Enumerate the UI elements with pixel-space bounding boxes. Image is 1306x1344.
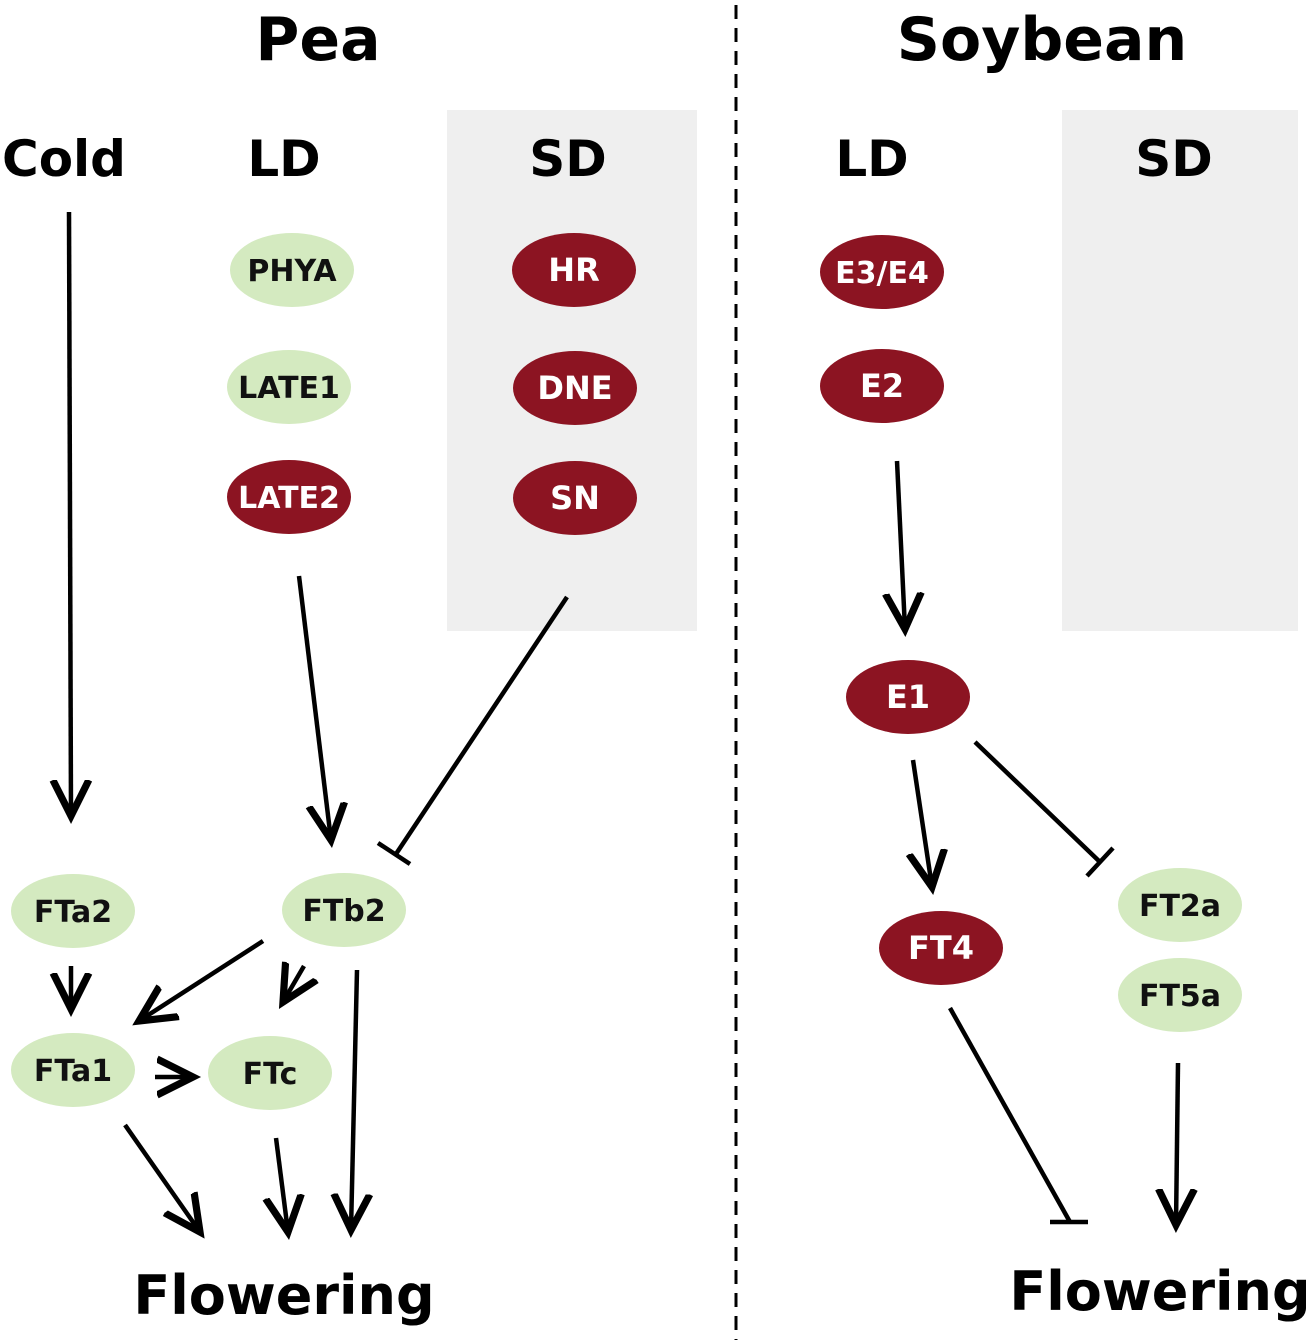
edge-ft5a-to-flowering	[1176, 1062, 1178, 1225]
edge-e2-to-e1	[897, 460, 905, 629]
pea-cold-header: Cold	[2, 130, 126, 188]
node-ft4: FT4	[879, 911, 1003, 985]
svg-text:E2: E2	[860, 367, 904, 405]
svg-text:HR: HR	[548, 251, 599, 289]
node-phya: PHYA	[230, 233, 354, 307]
edge-fta1-to-flowering	[123, 1123, 200, 1232]
node-hr: HR	[512, 233, 636, 307]
pea-sd-header: SD	[529, 130, 607, 188]
edge-e1-to-ft4	[913, 759, 932, 887]
svg-text:LATE2: LATE2	[238, 481, 340, 516]
node-e3e4: E3/E4	[820, 235, 944, 309]
soybean-title: Soybean	[897, 5, 1187, 75]
node-ftb2: FTb2	[282, 873, 406, 947]
svg-text:FTc: FTc	[243, 1057, 298, 1092]
pea-ld-header: LD	[247, 130, 320, 188]
svg-text:FT5a: FT5a	[1139, 979, 1221, 1014]
node-ft2a: FT2a	[1118, 868, 1242, 942]
pea-title: Pea	[255, 5, 380, 75]
svg-text:E1: E1	[886, 678, 930, 716]
node-late2: LATE2	[227, 460, 351, 534]
svg-text:FTa2: FTa2	[34, 895, 112, 930]
soybean-flowering-label: Flowering	[1009, 1260, 1306, 1323]
edge-e1-inhibits-ft2a	[973, 740, 1115, 878]
svg-text:PHYA: PHYA	[247, 254, 337, 289]
pea-flowering-label: Flowering	[133, 1264, 434, 1327]
node-sn: SN	[513, 461, 637, 535]
edge-ft4-inhibits-flowering	[948, 1006, 1088, 1225]
node-fta2: FTa2	[11, 874, 135, 948]
svg-text:FT4: FT4	[908, 929, 974, 967]
edge-late2-to-ftb2	[296, 575, 331, 840]
svg-text:DNE: DNE	[537, 369, 612, 407]
node-e1: E1	[846, 660, 970, 734]
svg-text:LATE1: LATE1	[238, 371, 340, 406]
edge-ftb2-to-flowering	[351, 969, 357, 1230]
node-fta1: FTa1	[11, 1033, 135, 1107]
soybean-ld-header: LD	[835, 130, 908, 188]
node-late1: LATE1	[227, 350, 351, 424]
edge-cold-to-fta2	[69, 211, 71, 816]
edge-sd-inhibits-ftb2	[376, 595, 569, 866]
edge-ftc-to-flowering	[276, 1137, 288, 1232]
node-e2: E2	[820, 349, 944, 423]
svg-text:SN: SN	[550, 479, 600, 517]
edge-ftb2-to-fta1	[139, 939, 265, 1021]
svg-text:FT2a: FT2a	[1139, 889, 1221, 924]
edge-ftb2-to-ftc	[283, 966, 304, 1002]
node-ft5a: FT5a	[1118, 958, 1242, 1032]
node-ftc: FTc	[208, 1036, 332, 1110]
soybean-sd-header: SD	[1135, 130, 1213, 188]
svg-text:FTb2: FTb2	[302, 894, 385, 929]
svg-text:E3/E4: E3/E4	[835, 256, 929, 291]
soybean-sd-panel	[1062, 110, 1298, 631]
svg-text:FTa1: FTa1	[34, 1054, 112, 1089]
node-dne: DNE	[513, 351, 637, 425]
